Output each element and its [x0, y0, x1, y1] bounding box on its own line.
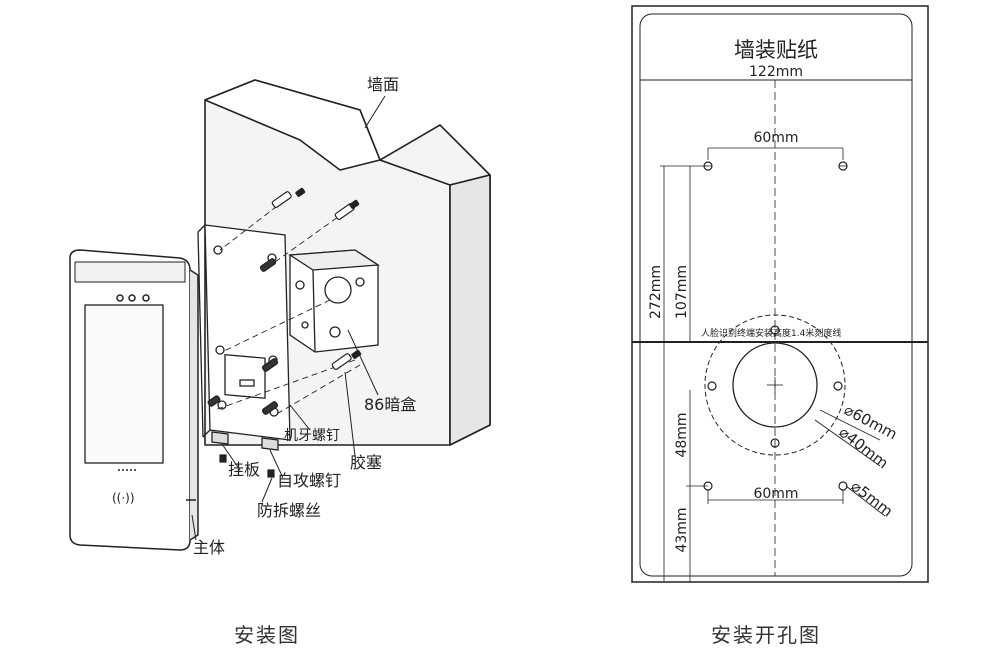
label-tamper-screw: 防拆螺丝: [257, 501, 321, 520]
mounting-bracket: [197, 224, 291, 451]
install-leaders: [191, 95, 386, 541]
wall-anchors: [207, 187, 362, 478]
dim-bottom-spacing: 60mm: [753, 486, 798, 502]
reference-line-label: 人脸识别终端安装高度1.4米刻度线: [701, 327, 841, 339]
alignment-lines: [214, 199, 361, 416]
hole-template: [631, 5, 929, 583]
label-body: 主体: [193, 538, 225, 557]
dim-top-spacing: 60mm: [753, 130, 798, 146]
dim-width: 122mm: [749, 64, 803, 80]
caption-install: 安装图: [234, 623, 300, 647]
device-body: ((·)): [69, 249, 199, 551]
caption-hole: 安装开孔图: [711, 623, 821, 647]
label-anchor: 胶塞: [350, 453, 382, 472]
label-bracket: 挂板: [228, 460, 260, 479]
dim-total-height: 272mm: [648, 265, 664, 319]
dim-lower-offset-2: 43mm: [674, 507, 690, 552]
svg-text:((·)): ((·)): [112, 491, 135, 505]
label-machine-screw: 机牙螺钉: [284, 428, 340, 444]
label-wall: 墙面: [367, 75, 399, 94]
dim-lower-offset-1: 48mm: [674, 412, 690, 457]
installation-diagram: ((·)): [69, 79, 491, 551]
sticker-title: 墙装贴纸: [734, 38, 818, 62]
diameter-5-label: ⌀5mm: [848, 477, 897, 521]
label-self-tap-screw: 自攻螺钉: [277, 471, 341, 490]
label-86-box: 86暗盒: [364, 395, 416, 414]
dim-upper-offset: 107mm: [674, 265, 690, 319]
flush-box-86: [288, 249, 380, 353]
